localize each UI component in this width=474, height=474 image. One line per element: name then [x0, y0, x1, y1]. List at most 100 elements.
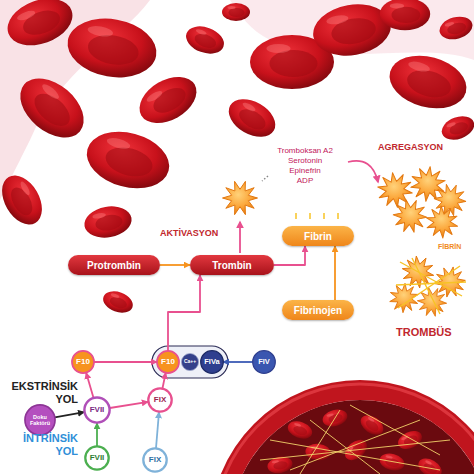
circle-shape	[253, 351, 276, 374]
protein-pill: Protrombin	[68, 255, 160, 275]
thrombus-label: TROMBÜS	[396, 326, 472, 339]
activation-arrow	[239, 222, 241, 253]
mediator-label: Epinefrin	[262, 166, 348, 175]
fibrin-strand	[398, 266, 460, 308]
red-blood-cell	[9, 67, 95, 150]
fibrin-strands	[396, 258, 466, 314]
node-text: Trombin	[212, 260, 251, 271]
circle-shape	[148, 388, 171, 411]
vessel-wall	[220, 390, 474, 474]
red-blood-cells	[0, 0, 474, 317]
fibrin-marks	[296, 213, 338, 219]
fibrin-strand	[400, 262, 462, 296]
red-blood-cell	[1, 0, 79, 54]
connector-arrow	[334, 246, 336, 300]
factor-circle: FVII	[83, 396, 111, 424]
circle-shape	[157, 351, 179, 373]
fibrin-mark	[323, 213, 325, 219]
red-blood-cell	[0, 168, 50, 231]
clot-cell	[395, 427, 425, 452]
node-text: FVII	[90, 406, 105, 415]
pathway-label: İNTRİNSİK YOL	[2, 432, 78, 457]
fibrin-mark	[337, 213, 339, 219]
node-text: FIX	[149, 456, 161, 465]
mediator-label: Serotonin	[262, 156, 348, 165]
fibrin-mark	[295, 213, 297, 219]
protein-pill: Trombin	[190, 255, 274, 275]
factor-circle: F10	[156, 350, 180, 374]
red-blood-cell	[439, 112, 474, 144]
connector-arrow	[160, 264, 190, 266]
mediator-dotted-arrow	[262, 176, 268, 181]
node-text: F10	[161, 358, 175, 367]
connector-arrow	[94, 361, 157, 363]
red-blood-cell	[100, 287, 136, 316]
aggregation-arrow	[348, 161, 378, 182]
clot-cell	[378, 451, 407, 473]
connector-arrow	[55, 412, 84, 417]
red-blood-cell	[82, 203, 134, 241]
red-blood-cell	[222, 91, 282, 144]
factor-circle: F10	[71, 350, 95, 374]
circle-shape	[72, 351, 94, 373]
red-blood-cell	[384, 48, 473, 117]
circle-shape	[25, 405, 55, 435]
node-text: F10	[76, 358, 90, 367]
node-text: FIV	[258, 358, 270, 366]
fibrin-strand	[412, 258, 440, 314]
connector-arrow	[156, 412, 159, 448]
fibrin-label: FİBRİN	[438, 243, 472, 251]
platelet	[387, 193, 433, 239]
fibrin-mark	[309, 213, 311, 219]
red-blood-cell	[80, 123, 175, 197]
platelet	[416, 287, 448, 317]
node-text: Ca++	[184, 359, 196, 365]
connector-arrow	[168, 275, 200, 351]
node-text: FIVa	[204, 358, 219, 366]
factor-circle: FIVa	[200, 350, 224, 374]
circle-shape	[181, 353, 198, 370]
clot-cell	[285, 418, 314, 442]
circle-shape	[201, 351, 224, 374]
protein-pill: Fibrin	[282, 226, 354, 246]
vessel-wall-highlight	[214, 384, 474, 474]
factor-circle: FIX	[147, 387, 173, 413]
mediator-label: ADP	[262, 176, 348, 185]
node-text: Fibrin	[304, 231, 332, 242]
factor-circle: FIV	[252, 350, 276, 374]
mediator-label: Tromboksan A2	[262, 146, 348, 155]
connector-arrow	[110, 402, 148, 408]
activated-platelet	[223, 181, 258, 214]
complex-outline	[152, 346, 228, 378]
circle-shape	[85, 446, 108, 469]
node-text: Doku Faktörü	[26, 414, 55, 426]
connector-arrow	[96, 423, 98, 446]
stage-label: AGREGASYON	[378, 142, 468, 152]
pathway-label: EKSTRİNSİK YOL	[2, 380, 78, 405]
fibrin-strand	[396, 282, 466, 285]
circle-shape	[143, 448, 166, 471]
red-blood-cell	[222, 3, 250, 21]
node-text: Protrombin	[87, 260, 141, 271]
factor-circle: FVII	[84, 445, 110, 471]
node-text: FIX	[154, 396, 166, 405]
platelets	[223, 162, 471, 318]
platelet	[422, 203, 461, 241]
blood-vessel	[214, 384, 474, 474]
protein-pill: Fibrinojen	[282, 300, 354, 320]
red-blood-cell	[437, 13, 474, 43]
tissue-factor-circle: Doku Faktörü	[24, 404, 56, 436]
connector-arrow	[163, 373, 166, 389]
connector-arrow	[86, 373, 93, 398]
clot-cell	[415, 455, 445, 474]
red-blood-cell	[380, 0, 430, 30]
node-text: FVII	[90, 454, 105, 463]
circle-shape	[84, 397, 109, 422]
factor-circle: FIX	[142, 447, 168, 473]
red-blood-cell	[131, 67, 204, 132]
connector-arrow	[274, 246, 305, 265]
node-text: Fibrinojen	[294, 305, 342, 316]
connector-arrow	[223, 361, 253, 363]
stage-label: AKTİVASYON	[160, 228, 230, 238]
platelet	[375, 171, 415, 210]
